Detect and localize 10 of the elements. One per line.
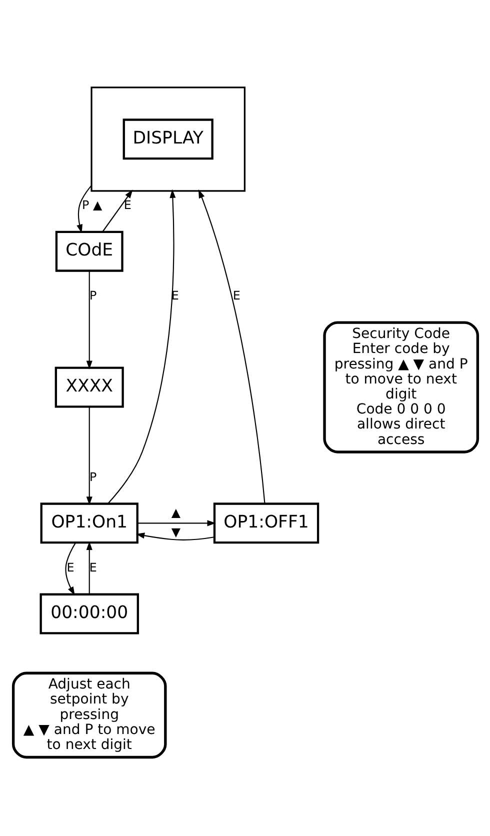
edge-label: E: [88, 560, 96, 574]
edge-label: ▲: [170, 505, 180, 520]
edge-label: E: [232, 288, 240, 303]
edge-label: ▼: [170, 524, 180, 539]
edge-label: E: [170, 288, 178, 303]
edge-label: P: [89, 288, 96, 303]
edge-label: E: [123, 198, 131, 212]
edge-label: P: [89, 470, 96, 484]
edge-label: P ▲: [82, 198, 102, 212]
edge-label: E: [66, 560, 74, 574]
